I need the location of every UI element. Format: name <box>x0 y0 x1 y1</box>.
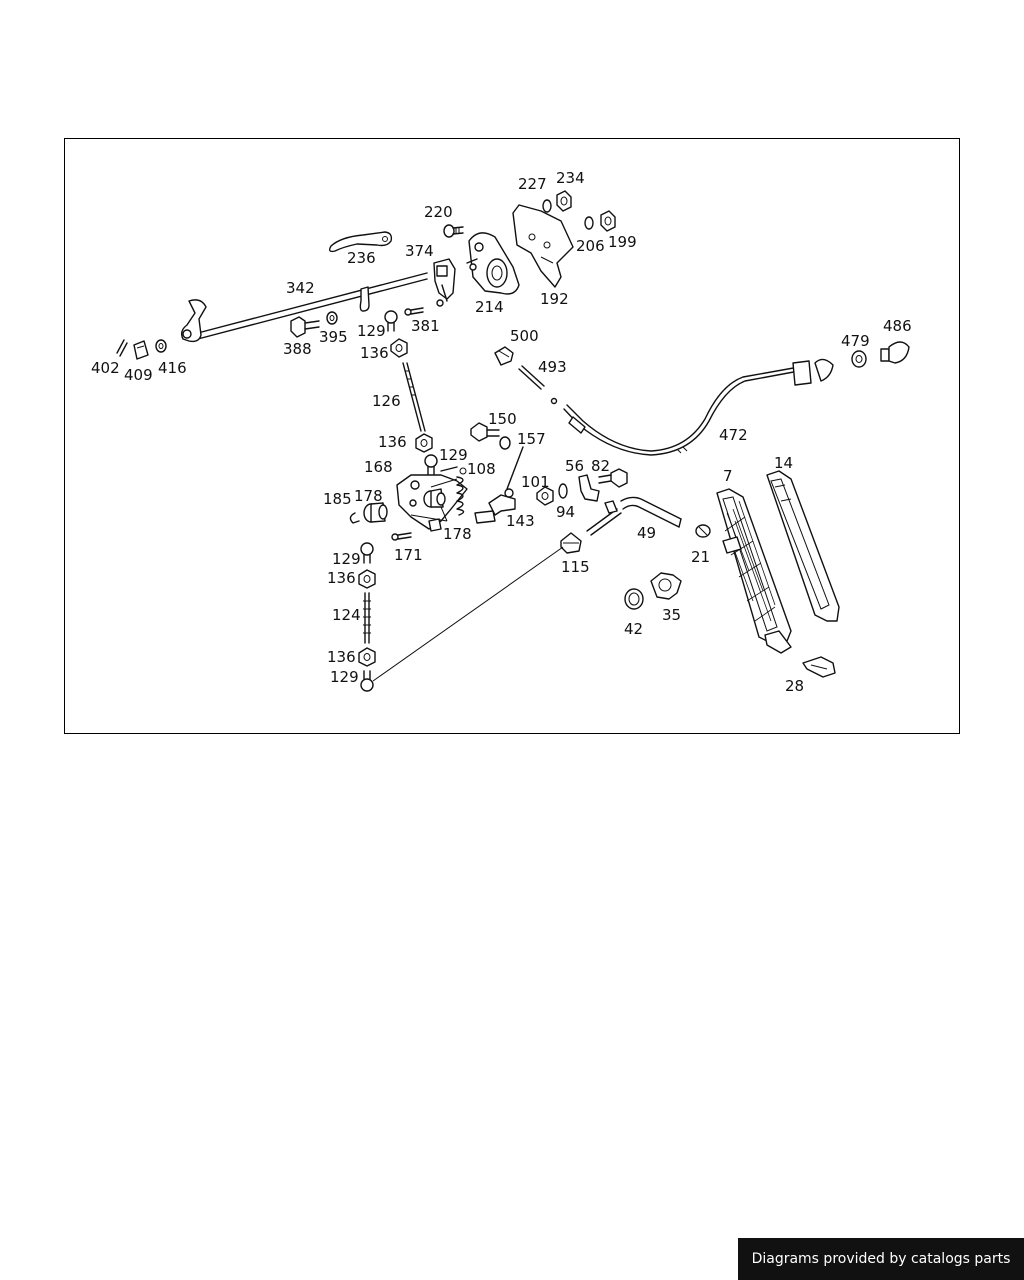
part-label: 342 <box>286 279 315 297</box>
part-label: 220 <box>424 203 453 221</box>
grommet-pin-500-493 <box>494 346 558 405</box>
part-label: 192 <box>540 290 569 308</box>
washer-nut-206-199 <box>584 210 616 232</box>
clip-28 <box>802 656 836 678</box>
part-label: 143 <box>506 512 535 530</box>
part-label: 402 <box>91 359 120 377</box>
credit-banner: Diagrams provided by catalogs parts <box>738 1238 1024 1280</box>
ball-socket-129-381 <box>384 307 424 332</box>
part-label: 49 <box>637 524 656 542</box>
bumper-115 <box>560 532 582 554</box>
part-label: 136 <box>327 569 356 587</box>
part-label: 35 <box>662 606 681 624</box>
credit-text: Diagrams provided by catalogs parts <box>751 1251 1011 1267</box>
part-label: 136 <box>360 344 389 362</box>
part-label: 486 <box>883 317 912 335</box>
part-label: 381 <box>411 317 440 335</box>
part-label: 56 <box>565 457 584 475</box>
bolt-lever-150-157-143 <box>470 422 524 524</box>
part-label: 493 <box>538 358 567 376</box>
part-label: 129 <box>357 322 386 340</box>
clip-185-pin-171 <box>349 512 412 541</box>
part-label: 82 <box>591 457 610 475</box>
nut-bushing-101-94-56-82 <box>536 468 628 506</box>
bolt-washer-388-395 <box>290 311 338 338</box>
part-label: 185 <box>323 490 352 508</box>
part-label: 178 <box>443 525 472 543</box>
part-label: 7 <box>723 467 733 485</box>
part-label: 178 <box>354 487 383 505</box>
throttle-cable-472 <box>563 358 834 456</box>
part-label: 374 <box>405 242 434 260</box>
part-label: 101 <box>521 473 550 491</box>
pedal-shaft-49 <box>586 496 682 536</box>
grommet-479-clip-486 <box>851 341 910 368</box>
part-label: 168 <box>364 458 393 476</box>
washer-nut-227-234 <box>542 190 572 213</box>
part-label: 157 <box>517 430 546 448</box>
bushing-178 <box>363 488 446 532</box>
ring-42-grommet-35 <box>624 572 682 610</box>
part-label: 472 <box>719 426 748 444</box>
housing-214 <box>466 232 520 295</box>
part-label: 129 <box>330 668 359 686</box>
leader-lines <box>372 478 564 682</box>
part-label: 236 <box>347 249 376 267</box>
part-label: 479 <box>841 332 870 350</box>
part-label: 129 <box>439 446 468 464</box>
part-label: 136 <box>327 648 356 666</box>
bracket-arm-236 <box>328 231 393 253</box>
part-label: 199 <box>608 233 637 251</box>
part-label: 395 <box>319 328 348 346</box>
accelerator-linkage-rod <box>180 272 428 343</box>
spring-108 <box>456 467 467 516</box>
part-label: 115 <box>561 558 590 576</box>
rod-126-with-nuts <box>390 338 438 476</box>
part-label: 126 <box>372 392 401 410</box>
clip-parts-402-409-416 <box>116 339 167 360</box>
part-label: 14 <box>774 454 793 472</box>
part-labels: 227 234 220 206 199 374 236 342 214 192 … <box>91 169 912 695</box>
part-label: 206 <box>576 237 605 255</box>
part-label: 94 <box>556 503 575 521</box>
screw-220 <box>443 224 464 238</box>
part-label: 500 <box>510 327 539 345</box>
part-label: 234 <box>556 169 585 187</box>
part-label: 416 <box>158 359 187 377</box>
part-label: 227 <box>518 175 547 193</box>
part-label: 214 <box>475 298 504 316</box>
part-label: 124 <box>332 606 361 624</box>
accelerator-pedal-7 <box>716 488 792 654</box>
part-label: 150 <box>488 410 517 428</box>
diagram-frame: 227 234 220 206 199 374 236 342 214 192 … <box>64 138 960 734</box>
bracket-192 <box>512 204 574 288</box>
part-label: 136 <box>378 433 407 451</box>
clip-21 <box>695 524 711 538</box>
part-label: 42 <box>624 620 643 638</box>
pedal-pad-14 <box>766 470 840 622</box>
exploded-parts-diagram: 227 234 220 206 199 374 236 342 214 192 … <box>91 169 912 695</box>
part-label: 388 <box>283 340 312 358</box>
part-label: 171 <box>394 546 423 564</box>
part-label: 21 <box>691 548 710 566</box>
part-label: 129 <box>332 550 361 568</box>
part-label: 108 <box>467 460 496 478</box>
part-label: 409 <box>124 366 153 384</box>
part-label: 28 <box>785 677 804 695</box>
lower-rod-stack <box>358 542 376 692</box>
lever-374 <box>433 258 456 307</box>
